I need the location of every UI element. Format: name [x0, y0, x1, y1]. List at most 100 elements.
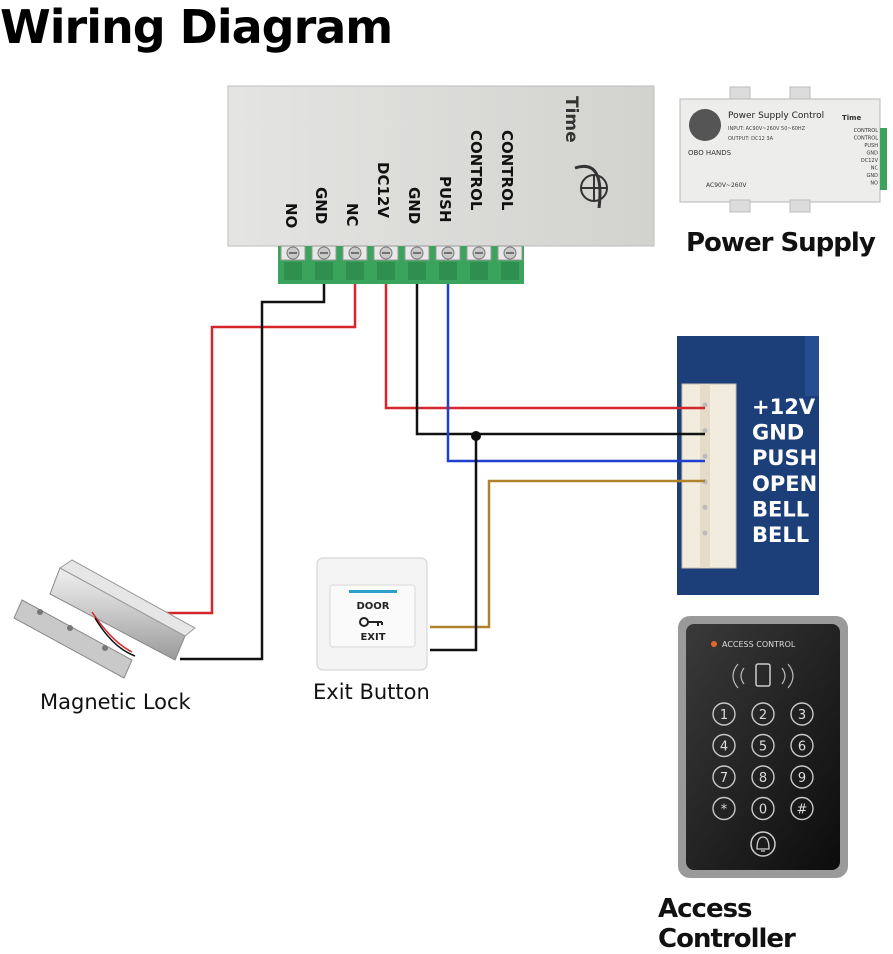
keypad-keys: 1 2 3 4 5 6 7 8 9 * 0 #	[712, 702, 814, 821]
board-pin-label-2: PUSH	[752, 446, 817, 470]
magnetic-lock-caption: Magnetic Lock	[40, 690, 191, 714]
exit-button-caption: Exit Button	[313, 680, 430, 704]
board-pin-label-4: BELL	[752, 497, 809, 521]
bell-icon	[750, 831, 776, 857]
ps-brand: Time	[842, 114, 861, 122]
status-led-icon	[711, 641, 717, 647]
board-pin-dot	[702, 530, 708, 536]
ps-output-line: OUTPUT: DC12 3A	[728, 136, 774, 142]
keypad-key-8[interactable]	[790, 765, 814, 789]
brand-logo-icon	[574, 165, 608, 209]
keypad-key-6[interactable]	[712, 765, 736, 789]
exit-button-image: DOOR EXIT	[316, 557, 428, 671]
terminal-socket	[439, 262, 457, 280]
magnetic-lock-image	[13, 559, 196, 679]
controller-brand: Time	[561, 96, 581, 143]
keypad-key-label: 6	[798, 740, 806, 755]
keypad-key-9[interactable]	[712, 796, 736, 821]
ps-voltage-label: AC90V~260V	[706, 182, 747, 189]
board-pin-label-0: +12V	[752, 395, 816, 419]
board-pin-label-5: BELL	[752, 523, 809, 547]
ps-terminal-label: CONTROL	[854, 128, 879, 134]
wire-junction-dot	[471, 431, 481, 441]
rfid-icon	[732, 663, 794, 689]
keypad-key-0[interactable]	[712, 702, 736, 726]
terminal-labels: NO GND NC DC12V GND PUSH CONTROL CONTROL	[282, 130, 516, 228]
board-pin-dot	[702, 453, 708, 459]
terminal-label-dc12v: DC12V	[374, 162, 392, 218]
keypad-key-label: 3	[798, 708, 806, 723]
terminal-socket	[346, 262, 364, 280]
wire-red-12v	[384, 284, 705, 410]
keypad-key-label: *	[721, 803, 728, 818]
keypad-key-label: #	[797, 803, 808, 818]
ps-terminal-label: NC	[871, 166, 879, 172]
keypad-key-1[interactable]	[751, 702, 775, 726]
terminal-label-control-1: CONTROL	[467, 130, 485, 211]
terminal-socket	[408, 262, 426, 280]
keypad-header: ACCESS CONTROL	[722, 640, 796, 649]
wire-blue-push	[446, 284, 705, 463]
wires	[160, 284, 705, 661]
board-pin-dot	[702, 402, 708, 408]
terminal-socket	[284, 262, 302, 280]
exit-button-exit-text: EXIT	[360, 632, 385, 643]
keypad-key-2[interactable]	[790, 702, 814, 726]
wire-red-lock	[160, 284, 357, 615]
terminal-label-no: NO	[282, 203, 300, 228]
terminal-label-gnd-1: GND	[312, 187, 330, 224]
obo-logo-icon	[689, 109, 721, 141]
keypad-key-label: 1	[720, 708, 728, 723]
keypad-key-7[interactable]	[751, 765, 775, 789]
keypad-key-label: 9	[798, 771, 806, 786]
terminal-screws	[280, 245, 523, 280]
ps-terminal-label: NO	[870, 181, 878, 187]
access-controller-image: ACCESS CONTROL 1 2 3 4 5 6 7 8 9 * 0 #	[678, 616, 848, 878]
ps-terminal-label: GND	[867, 173, 879, 179]
page-title: Wiring Diagram	[0, 0, 393, 54]
wire-black-lock	[180, 284, 326, 661]
keypad-key-11[interactable]	[790, 796, 814, 821]
keypad-key-label: 2	[759, 708, 767, 723]
wire-black-gnd	[415, 284, 705, 436]
wiring-diagram: NO GND NC DC12V GND PUSH CONTROL CONTROL…	[13, 85, 887, 878]
ps-input-line: INPUT: AC90V~260V 50~60HZ	[728, 126, 806, 132]
terminal-label-gnd-2: GND	[405, 187, 423, 224]
keypad-key-4[interactable]	[751, 733, 775, 758]
keypad-key-label: 7	[720, 771, 728, 786]
terminal-socket	[377, 262, 395, 280]
ps-logo-text: OBO HANDS	[688, 149, 732, 157]
board-pin-dot	[702, 504, 708, 510]
ps-terminal-label: DC12V	[861, 158, 879, 164]
key-icon	[359, 617, 383, 627]
terminal-socket	[470, 262, 488, 280]
wire-black-exit	[430, 436, 478, 652]
board-pin-label-1: GND	[752, 421, 804, 445]
power-supply-image: OBO HANDS Power Supply Control INPUT: AC…	[679, 86, 887, 213]
access-controller-caption: Access Controller	[658, 894, 796, 954]
power-supply-caption: Power Supply	[686, 228, 876, 258]
ps-heading: Power Supply Control	[728, 111, 824, 121]
keypad-key-label: 4	[720, 740, 728, 755]
ps-terminal-label: CONTROL	[854, 136, 879, 142]
terminal-label-nc: NC	[343, 203, 361, 227]
terminal-label-push: PUSH	[436, 176, 454, 223]
ps-terminal-label: PUSH	[864, 143, 878, 149]
exit-button-door-text: DOOR	[356, 601, 389, 612]
keypad-key-label: 0	[759, 803, 767, 818]
terminal-socket	[501, 262, 519, 280]
keypad-key-10[interactable]	[751, 796, 775, 821]
terminal-socket	[315, 262, 333, 280]
keypad-key-5[interactable]	[790, 733, 814, 758]
wire-brown-open	[430, 479, 705, 629]
board-pin-label-3: OPEN	[752, 472, 817, 496]
ps-terminal-label: GND	[867, 151, 879, 157]
terminal-label-control-2: CONTROL	[498, 130, 516, 211]
keypad-key-label: 8	[759, 771, 767, 786]
keypad-key-3[interactable]	[712, 733, 736, 758]
board-pin-dot	[702, 428, 708, 434]
keypad-key-label: 5	[759, 740, 767, 755]
